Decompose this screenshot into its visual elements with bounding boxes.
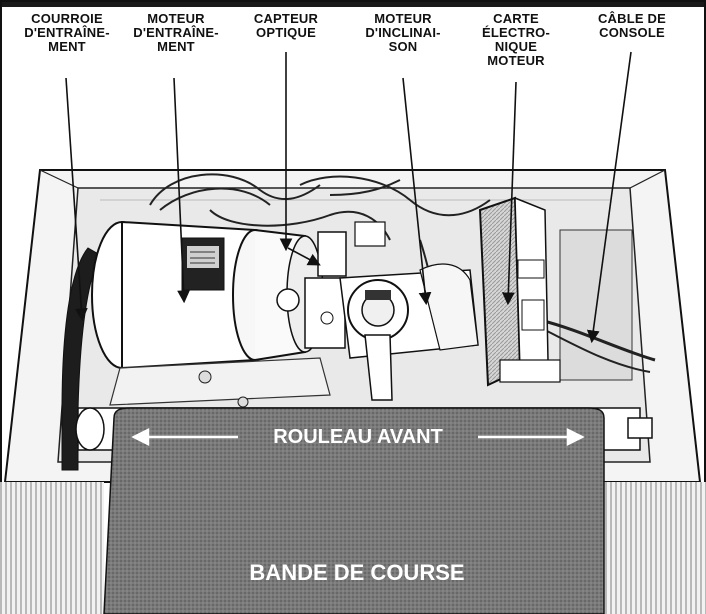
label-walking-belt: BANDE DE COURSE [249, 560, 465, 585]
label-drive-motor: MOTEUR D'ENTRAÎNE- MENT [133, 11, 219, 54]
label-drive-belt: COURROIE D'ENTRAÎNE- MENT [24, 11, 110, 54]
label-incline-motor: MOTEUR D'INCLINAI- SON [365, 11, 441, 54]
label-controller: CARTE ÉLECTRO- NIQUE MOTEUR [481, 11, 551, 68]
top-border [0, 0, 706, 7]
incline-motor-shape [339, 263, 479, 401]
drive-belt-shape [61, 247, 101, 471]
walking-belt-shape [103, 407, 605, 614]
optical-sensor-shape [304, 221, 386, 349]
callout-lines [65, 51, 632, 344]
roller-arrows [131, 427, 585, 447]
drive-motor-shape [91, 220, 331, 408]
label-optical-sensor: CAPTEUR OPTIQUE [253, 11, 319, 40]
left-side-rail [0, 482, 104, 614]
label-front-roller: ROULEAU AVANT [273, 426, 443, 448]
right-side-rail [604, 482, 706, 614]
label-console-cable: CÂBLE DE CONSOLE [597, 11, 667, 40]
